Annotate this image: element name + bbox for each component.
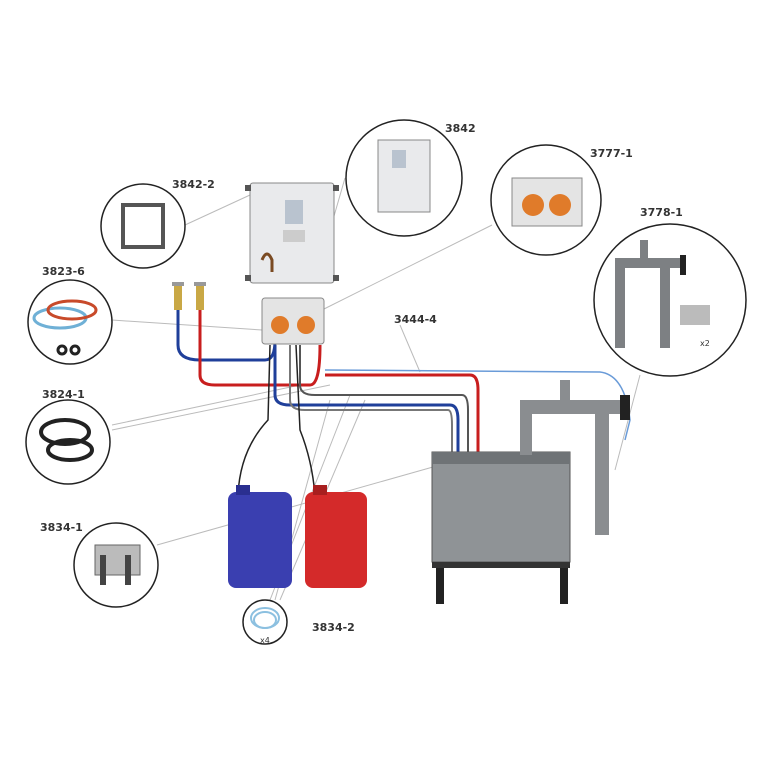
canister-blue (228, 485, 292, 588)
label-hoses: 3823-6 (42, 265, 85, 278)
tubing-detail (250, 607, 280, 629)
supply-hoses (176, 310, 631, 496)
tank (431, 380, 630, 604)
hoses-detail (32, 299, 98, 356)
drain-hose-detail (39, 418, 94, 462)
detail-circle-bracket (100, 183, 186, 269)
label-pipe-kit: 3778-1 (640, 206, 683, 219)
label-drain-hose: 3824-1 (42, 388, 85, 401)
pump-unit (261, 297, 325, 345)
valve-blue (172, 282, 184, 310)
canister-red (305, 485, 367, 588)
bracket-frame (121, 203, 165, 249)
label-tubing: 3834-2 (312, 621, 355, 634)
label-pump: 3777-1 (590, 147, 633, 160)
quantity-tubing: x4 (260, 636, 270, 645)
label-cable: 3444-4 (394, 313, 437, 326)
pump-detail (511, 177, 583, 227)
lance-holder-detail (94, 544, 141, 585)
controller-unit (245, 182, 339, 284)
label-controller: 3842 (445, 122, 476, 135)
quantity-pipe-kit-brackets: x2 (700, 339, 710, 348)
valve-red (194, 282, 206, 310)
controller-detail (377, 139, 431, 213)
detail-circle-hoses (27, 279, 113, 365)
pipe-kit-detail (615, 240, 710, 348)
label-lance-holder: 3834-1 (40, 521, 83, 534)
label-bracket: 3842-2 (172, 178, 215, 191)
